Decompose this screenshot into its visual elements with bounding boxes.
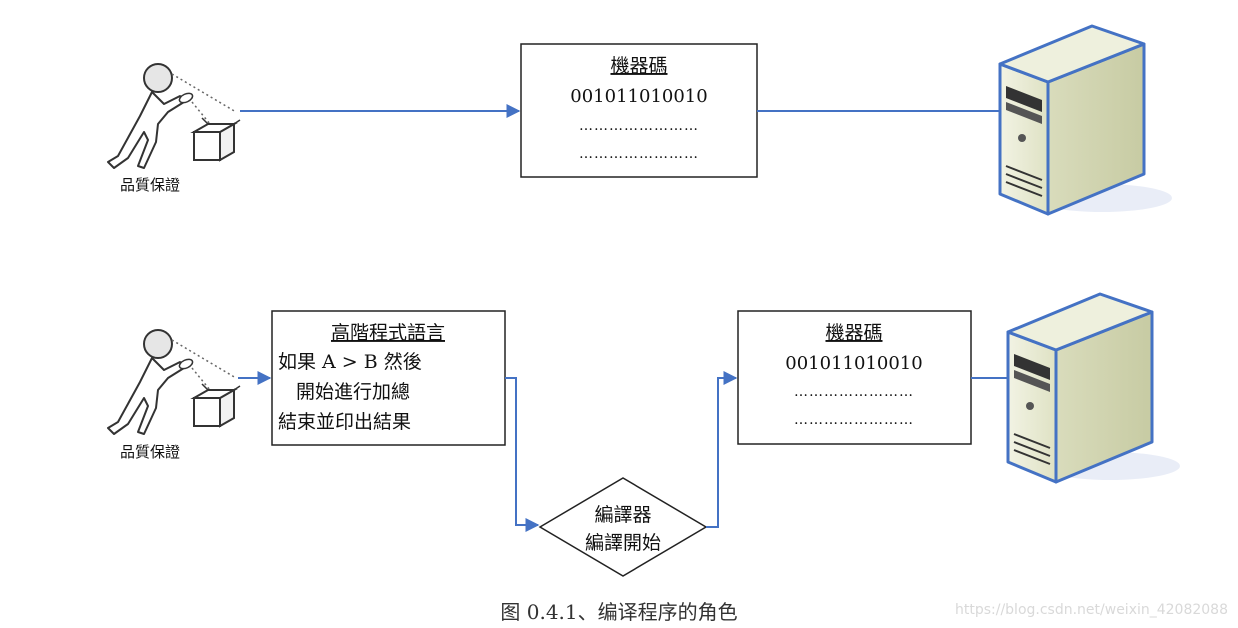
watermark: https://blog.csdn.net/weixin_42082088 (954, 602, 1228, 618)
source-title: 高階程式語言 (331, 322, 445, 344)
source-code-box: 高階程式語言 如果 A > B 然後 開始進行加總 結束並印出結果 (271, 310, 506, 446)
compiler-line2: 編譯開始 (585, 532, 661, 554)
machine-code-line2-row1: …………………… (579, 118, 699, 134)
machine-code-line1-row2: 001011010010 (785, 353, 922, 374)
person-label-row2: 品質保證 (120, 443, 180, 461)
person-icon-row2 (107, 329, 237, 435)
machine-code-box-row2: 機器碼 001011010010 …………………… …………………… (737, 310, 972, 445)
machine-code-title-row1: 機器碼 (610, 55, 667, 77)
machine-code-line1-row1: 001011010010 (570, 86, 707, 107)
compiler-diamond: 編譯器 編譯開始 (538, 477, 708, 577)
figure-caption: 图 0.4.1、编译程序的角色 (500, 600, 738, 624)
person-label-row1: 品質保證 (120, 176, 180, 194)
machine-code-line2-row2: …………………… (794, 384, 914, 400)
arrow-compiler-to-code (706, 371, 738, 528)
compiler-line1: 編譯器 (594, 504, 651, 526)
person-icon-row1 (107, 63, 237, 169)
source-line3: 結束並印出結果 (278, 411, 411, 433)
source-line2: 開始進行加總 (296, 381, 410, 403)
server-icon-row1 (998, 24, 1172, 216)
machine-code-title-row2: 機器碼 (825, 322, 882, 344)
server-icon-row2 (1006, 292, 1180, 484)
box-icon-row2 (190, 383, 241, 428)
source-line1: 如果 A > B 然後 (278, 351, 422, 373)
box-icon-row1 (190, 117, 241, 162)
machine-code-line3-row1: …………………… (579, 146, 699, 162)
machine-code-box-row1: 機器碼 001011010010 …………………… …………………… (520, 43, 758, 178)
arrow-source-to-compiler (505, 377, 540, 532)
machine-code-line3-row2: …………………… (794, 412, 914, 428)
